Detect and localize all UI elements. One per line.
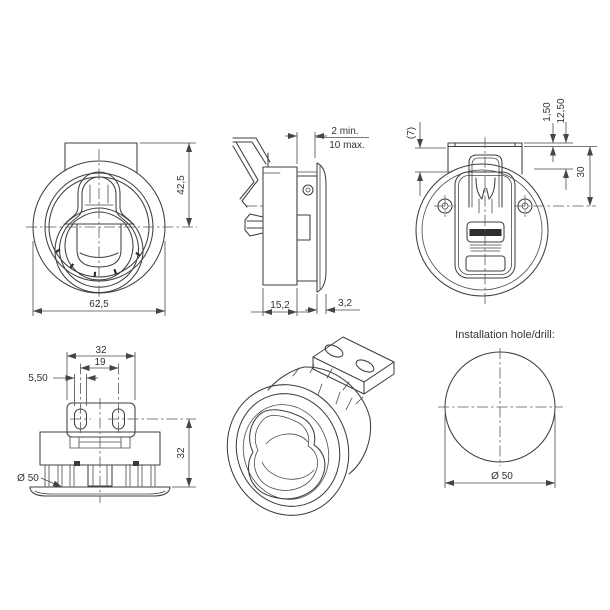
front-view-rim-ticks <box>55 248 141 277</box>
back-view-dimensions: (7) 1,50 12,50 30 <box>406 98 597 206</box>
dim-install-hole-diameter: Ø 50 <box>491 471 513 482</box>
dim-top-bracket-width: 32 <box>95 345 107 356</box>
side-view: 2 min. 10 max. 15,2 3,2 <box>232 126 369 316</box>
side-view-dimensions: 2 min. 10 max. 15,2 3,2 <box>251 126 369 316</box>
isometric-body <box>226 364 372 516</box>
dim-side-flange-thickness: 3,2 <box>338 298 352 309</box>
dim-front-width: 62,5 <box>89 299 109 310</box>
front-view: 62,5 42,5 <box>26 142 197 316</box>
top-view-centerlines <box>70 363 196 503</box>
isometric-bracket <box>312 336 395 395</box>
installation-hole-view: Installation hole/drill: Ø 50 <box>438 329 563 488</box>
top-view: 32 19 5,50 Ø 50 32 <box>17 345 196 503</box>
dim-top-flange-diameter: Ø 50 <box>17 473 39 484</box>
side-view-outline <box>232 137 327 293</box>
installation-centerlines <box>438 348 563 466</box>
dim-back-ref-height: (7) <box>406 127 417 139</box>
dim-back-offset: 12,50 <box>556 98 567 123</box>
dim-side-depth: 15,2 <box>270 300 290 311</box>
top-view-dimensions: 32 19 5,50 Ø 50 32 <box>17 345 196 488</box>
dim-top-hole-spacing: 19 <box>94 357 106 368</box>
dim-side-panel-max: 10 max. <box>329 140 365 151</box>
dim-back-height: 30 <box>576 166 587 178</box>
front-view-dimensions: 62,5 42,5 <box>32 142 196 316</box>
installation-dimensions: Ø 50 <box>444 414 556 488</box>
dim-top-slot-width: 5,50 <box>28 373 48 384</box>
back-view-outline <box>415 142 549 297</box>
back-view: (7) 1,50 12,50 30 <box>406 98 597 305</box>
installation-title: Installation hole/drill: <box>455 329 555 341</box>
dim-top-depth: 32 <box>176 447 187 459</box>
dim-front-height: 42,5 <box>176 175 187 195</box>
dim-back-lip: 1,50 <box>542 102 553 122</box>
dim-side-panel-min: 2 min. <box>331 126 358 137</box>
isometric-view <box>226 336 395 516</box>
front-view-centerlines <box>26 149 197 307</box>
back-view-centerlines <box>434 137 596 305</box>
